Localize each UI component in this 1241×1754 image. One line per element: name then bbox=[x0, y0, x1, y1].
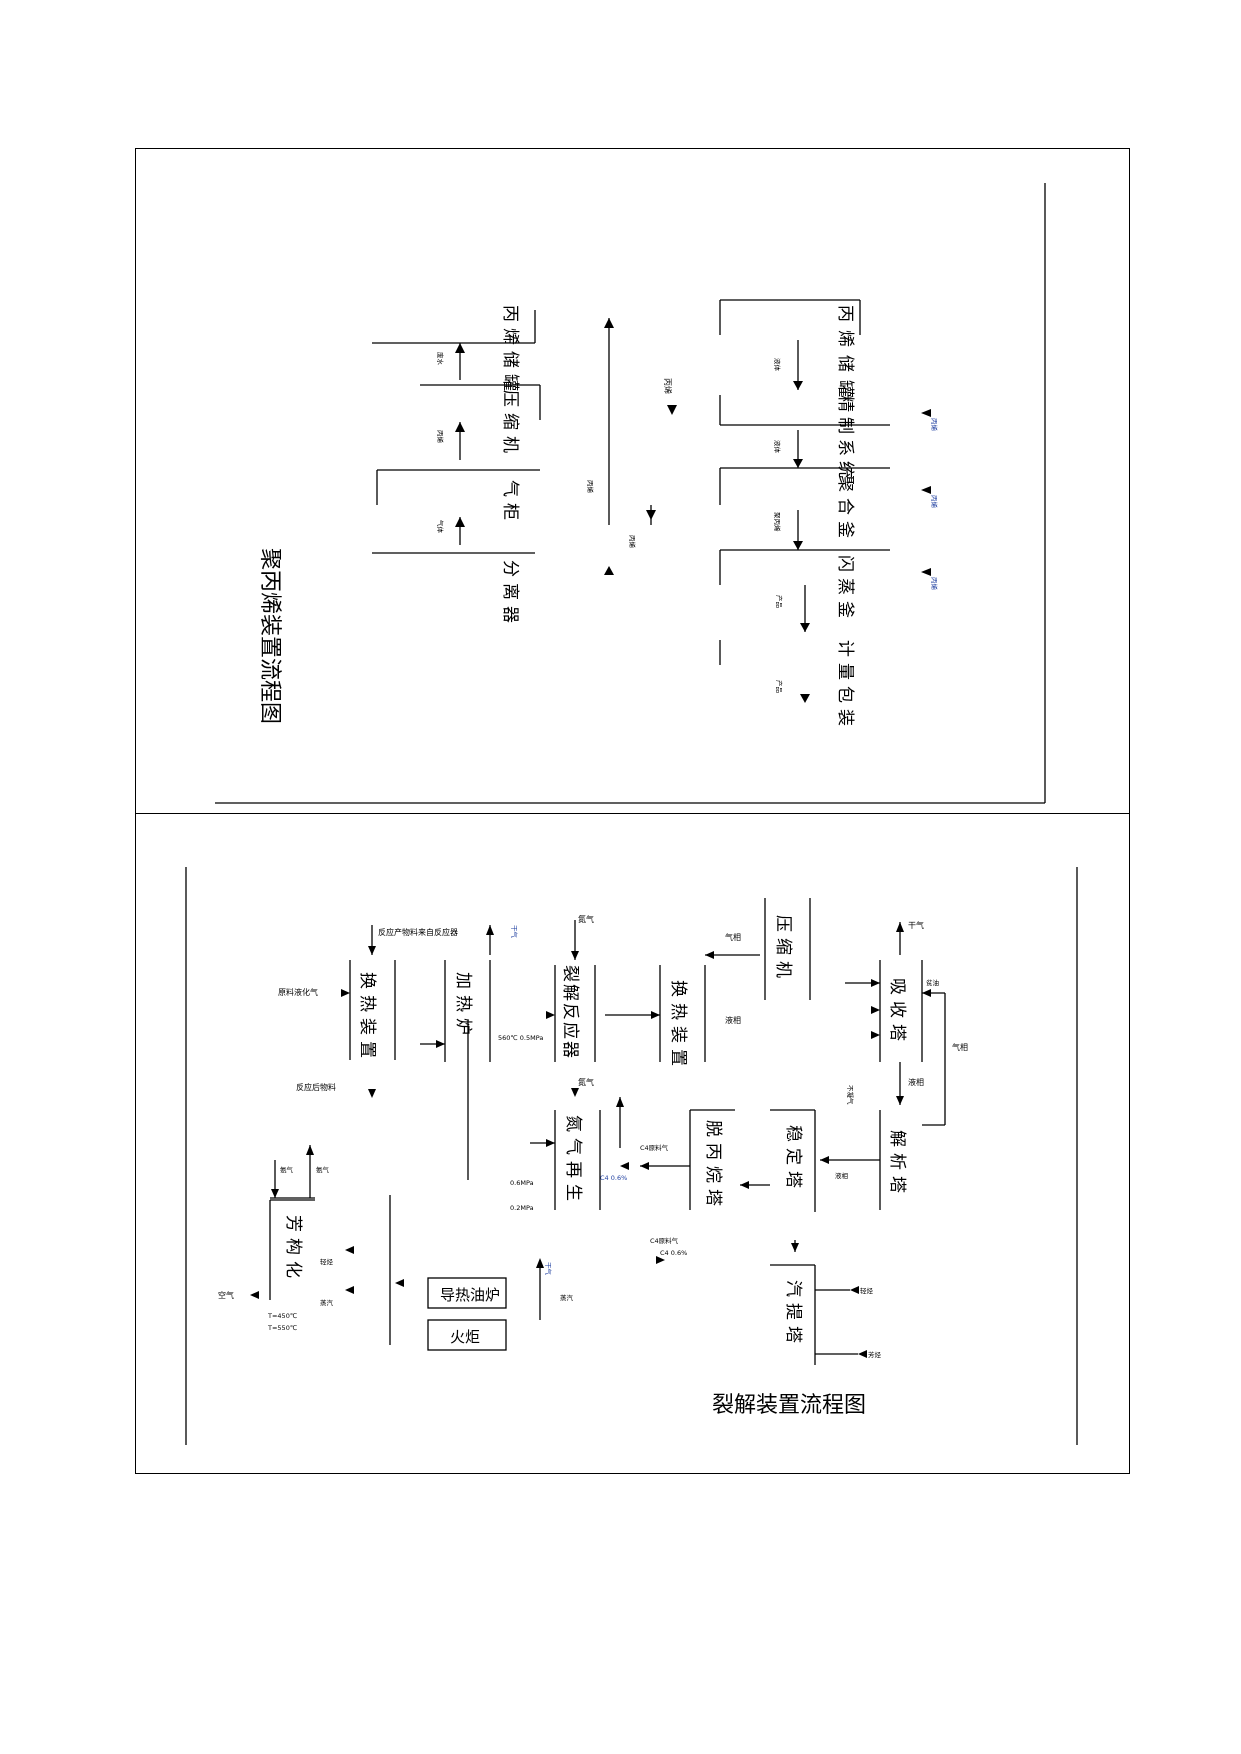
diagram2-title: 裂解装置流程图 bbox=[712, 1393, 866, 1418]
label-cond-a: 0.6MPa bbox=[510, 1179, 534, 1187]
label-furnace-gas: 干气 bbox=[510, 925, 519, 939]
diagram1-title: 聚丙烯装置流程图 bbox=[257, 548, 282, 724]
label-c4-out-2: C4 0.6% bbox=[660, 1249, 687, 1257]
box-heat-exchanger-2: 换热装置 bbox=[659, 965, 706, 1072]
label-ammonia-2: 氨气 bbox=[316, 1165, 330, 1174]
box-propylene-tank: 丙烯储罐 bbox=[719, 299, 861, 405]
box-flare-label: 火炬 bbox=[450, 1328, 480, 1346]
box-hx1-label: 换热装置 bbox=[357, 972, 377, 1064]
label-dry-gas: 干气 bbox=[908, 920, 924, 930]
box-refine-label: 精制系统 bbox=[835, 395, 855, 483]
label-light-oil: 轻烃 bbox=[320, 1257, 334, 1266]
label-liq-phase: 液相 bbox=[725, 1015, 741, 1025]
label-ammonia-1: 氨气 bbox=[280, 1165, 294, 1174]
label-out-light: 轻烃 bbox=[860, 1286, 874, 1295]
label-propylene-mid: 丙烯 bbox=[628, 535, 637, 549]
label-air-in: 空气 bbox=[218, 1290, 234, 1300]
box-flare: 火炬 bbox=[427, 1319, 507, 1351]
label-gas-1: 气体 bbox=[436, 520, 445, 534]
label-propylene-gas: 丙烯 bbox=[436, 430, 445, 444]
label-product-2: 产品 bbox=[775, 680, 784, 693]
box-stripper-label: 汽提塔 bbox=[783, 1280, 803, 1349]
box-fuelfurnace-label: 导热油炉 bbox=[440, 1286, 500, 1304]
box-polymerization: 聚合釜 bbox=[719, 467, 890, 544]
box-separator: 分离器 bbox=[372, 552, 535, 629]
label-feed-gas: 原料液化气 bbox=[278, 987, 318, 997]
label-nitrogen-2: 氮气 bbox=[578, 1077, 594, 1087]
label-waste: 废水 bbox=[436, 352, 445, 366]
label-steam: 蒸汽 bbox=[320, 1298, 334, 1307]
box-hx2-label: 换热装置 bbox=[668, 980, 688, 1072]
label-rich-gas: 气相 bbox=[952, 1042, 968, 1052]
box-packaging: 计量包装 bbox=[719, 640, 855, 732]
label-polypropylene: 聚丙烯 bbox=[773, 512, 782, 532]
box-flash: 闪蒸釜 bbox=[719, 549, 890, 624]
label-steam-2: 蒸汽 bbox=[560, 1293, 574, 1302]
label-side-3: 丙烯 bbox=[930, 577, 939, 591]
box-aromatization: 芳构化 bbox=[269, 1199, 315, 1300]
label-feed-in: 反应产物料来自反应器 bbox=[378, 927, 458, 937]
box-compressor: 压缩机 bbox=[420, 384, 541, 459]
box-separator-label: 分离器 bbox=[500, 560, 520, 629]
box-gasholder: 气柜 bbox=[376, 469, 540, 526]
frame-divider bbox=[135, 813, 1130, 814]
box-n2-regenerator: 氮气再生 bbox=[554, 1110, 601, 1210]
box-reactor-label: 裂解反应器 bbox=[560, 965, 580, 1060]
label-propylene-top: 丙烯 bbox=[663, 378, 673, 394]
box-fuel-furnace: 导热油炉 bbox=[427, 1277, 507, 1309]
label-noncondensable: 不凝气 bbox=[846, 1085, 855, 1105]
box-stabilizer-label: 稳定塔 bbox=[783, 1125, 803, 1194]
box-compressor2-label: 压缩机 bbox=[773, 915, 793, 984]
label-temp-2: T=550℃ bbox=[267, 1324, 297, 1332]
label-tail-out: 反应后物料 bbox=[296, 1082, 336, 1092]
label-cond-b: 0.2MPa bbox=[510, 1204, 534, 1212]
label-lean-oil: 贫油 bbox=[926, 978, 939, 987]
cracking-diagram: 换热装置 反应产物料来自反应器 原料液化气 反应后物料 加热炉 干气 560℃ … bbox=[185, 867, 1078, 1445]
label-propylene-return: 丙烯 bbox=[586, 480, 595, 494]
label-gas-phase: 气相 bbox=[725, 932, 741, 942]
label-side-1: 丙烯 bbox=[930, 418, 939, 432]
box-propylene-tank-label: 丙烯储罐 bbox=[835, 305, 855, 405]
label-temp-1: T=450℃ bbox=[267, 1312, 297, 1320]
box-stripper: 汽提塔 bbox=[770, 1264, 816, 1365]
label-liquid-1: 液体 bbox=[773, 358, 782, 372]
label-rich-liquid: 液相 bbox=[908, 1077, 924, 1087]
box-storage: 丙烯储罐 bbox=[372, 305, 536, 397]
box-n2regen-label: 氮气再生 bbox=[563, 1115, 583, 1207]
label-c4-gas-2: C4原料气 bbox=[650, 1236, 679, 1245]
box-flash-label: 闪蒸釜 bbox=[835, 555, 855, 624]
page-frame bbox=[135, 148, 1130, 1474]
label-nitrogen-1: 氮气 bbox=[578, 914, 594, 924]
label-out-aromatic: 芳烃 bbox=[868, 1350, 882, 1359]
box-depropanizer-label: 脱丙烷塔 bbox=[703, 1120, 723, 1212]
label-liq-2: 液相 bbox=[835, 1171, 849, 1180]
box-heat-exchanger-1: 换热装置 bbox=[349, 960, 396, 1064]
box-compressor-2: 压缩机 bbox=[764, 898, 811, 1000]
box-depropanizer: 脱丙烷塔 bbox=[689, 1109, 735, 1212]
label-side-2: 丙烯 bbox=[930, 495, 939, 509]
box-gasholder-label: 气柜 bbox=[500, 480, 520, 526]
box-furnace-label: 加热炉 bbox=[453, 972, 473, 1041]
box-storage-label: 丙烯储罐 bbox=[500, 305, 520, 397]
label-c4-out: C4 0.6% bbox=[600, 1174, 627, 1182]
polypropylene-diagram: 聚丙烯装置流程图 丙烯储罐 液体 精制系统 丙烯 液体 聚合釜 丙烯 bbox=[215, 183, 1046, 804]
box-desorber-label: 解析塔 bbox=[887, 1130, 907, 1199]
label-fuel-gas: 干气 bbox=[544, 1262, 553, 1276]
label-cond-1: 560℃ 0.5MPa bbox=[498, 1034, 543, 1042]
box-refine-system: 精制系统 bbox=[719, 395, 890, 483]
label-liquid-2: 液体 bbox=[773, 440, 782, 454]
box-desorber: 解析塔 bbox=[879, 1110, 945, 1210]
label-c4-gas: C4原料气 bbox=[640, 1143, 669, 1152]
box-reactor: 裂解反应器 bbox=[554, 965, 596, 1062]
box-aromatization-label: 芳构化 bbox=[283, 1215, 303, 1284]
box-absorber-label: 吸收塔 bbox=[887, 978, 907, 1047]
box-pack-label: 计量包装 bbox=[835, 640, 855, 732]
box-stabilizer: 稳定塔 bbox=[770, 1109, 816, 1212]
box-absorber: 吸收塔 bbox=[879, 960, 923, 1062]
label-product-1: 产品 bbox=[775, 595, 784, 608]
box-compressor-label: 压缩机 bbox=[500, 390, 520, 459]
box-poly-label: 聚合釜 bbox=[835, 475, 855, 544]
